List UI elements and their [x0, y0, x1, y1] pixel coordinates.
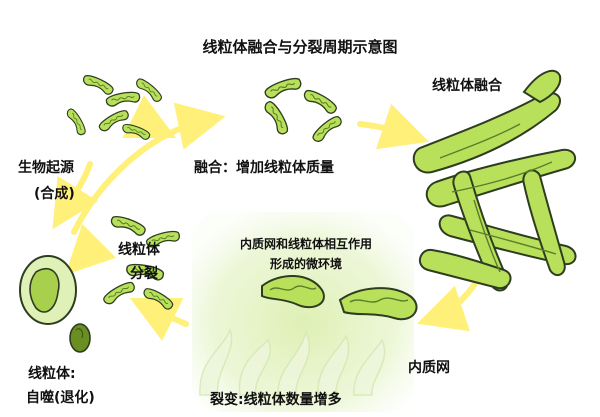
autophagosome — [19, 255, 91, 353]
label-fusion-top: 线粒体融合 — [432, 77, 503, 94]
label-fusion-mass: 融合：增加线粒体质量 — [194, 159, 334, 176]
arrow-fission-to-autophagy — [65, 223, 117, 275]
label-er-zone-l2: 形成的微环境 — [270, 256, 342, 271]
mito-cluster-fission — [100, 213, 182, 312]
label-er: 内质网 — [408, 359, 450, 376]
label-mitophagy-l2: 自噬(退化) — [26, 389, 95, 406]
mito-cluster-fusion — [262, 74, 344, 145]
mito-er-interaction — [261, 274, 418, 321]
label-fission-l1: 线粒体 — [118, 241, 161, 258]
mito-cluster-biogenesis — [65, 72, 165, 142]
er-tubules — [199, 327, 386, 396]
arrow-synthesis-down — [52, 161, 99, 230]
label-er-zone-l1: 内质网和线粒体相互作用 — [240, 236, 372, 251]
arrow-fusion-to-network — [357, 103, 430, 150]
label-mitophagy-l1: 线粒体: — [28, 365, 76, 382]
label-synthesis-paren: (合成) — [34, 185, 75, 202]
diagram-title: 线粒体融合与分裂周期示意图 — [202, 38, 397, 56]
mito-network-cristae — [439, 123, 557, 273]
mito-network — [412, 69, 577, 292]
label-fission-increase: 裂变:线粒体数量增多 — [209, 391, 342, 408]
arrow-er-to-fission — [129, 297, 189, 341]
label-synthesis: 生物起源 — [18, 159, 74, 176]
label-fission-l2: 分裂 — [130, 265, 158, 282]
